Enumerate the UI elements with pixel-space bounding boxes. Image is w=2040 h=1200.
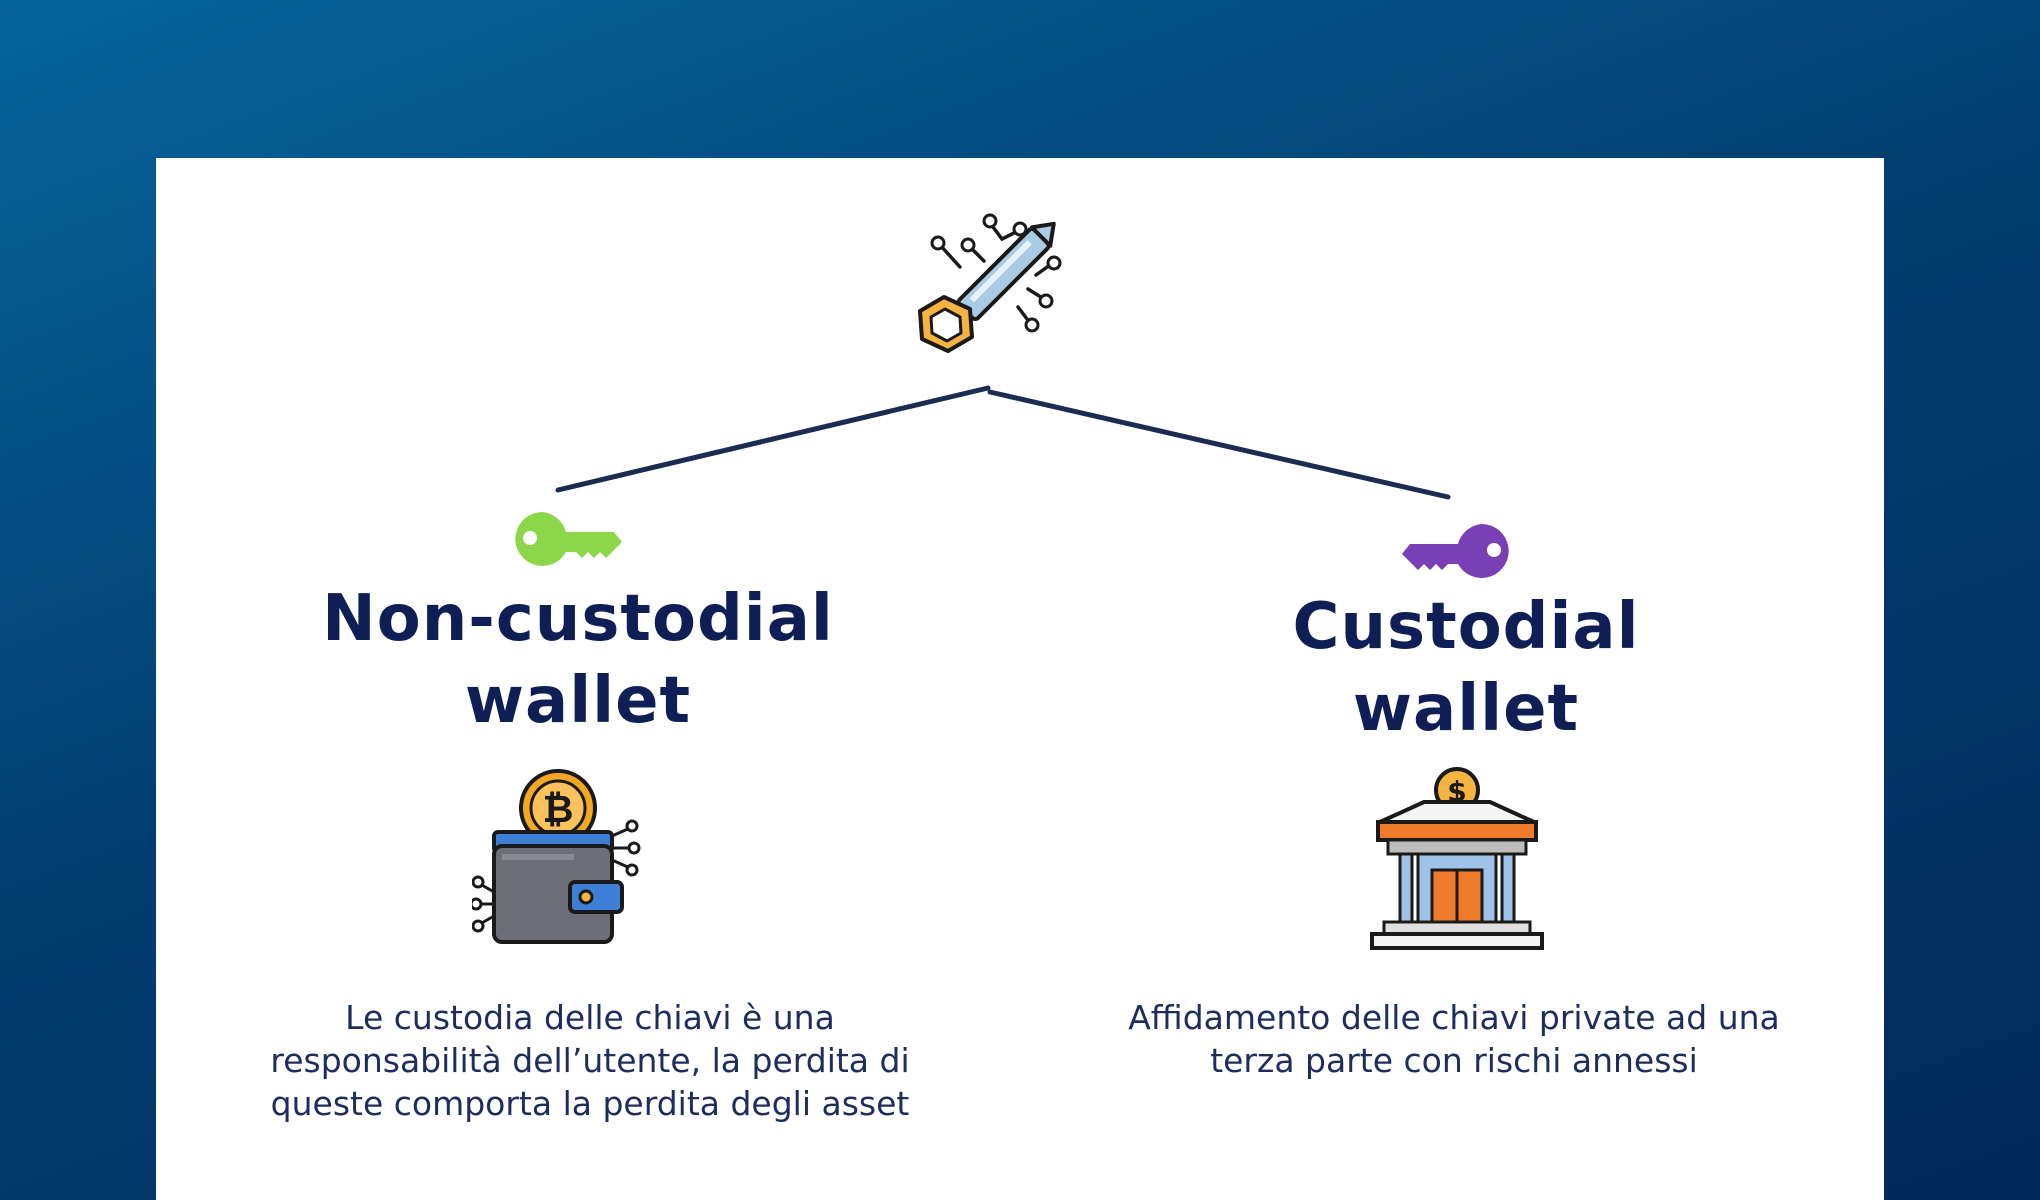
custodial-title-line-2: wallet bbox=[1352, 672, 1580, 746]
svg-text:$: $ bbox=[1447, 775, 1466, 808]
svg-text:₿: ₿ bbox=[543, 787, 574, 831]
bank-building-icon: $ bbox=[1370, 767, 1544, 950]
diagram-panel: Non-custodial wallet Custodial wallet ₿ bbox=[156, 158, 1884, 1200]
branch-line-left bbox=[555, 385, 991, 493]
non-custodial-title: Non-custodial wallet bbox=[258, 578, 898, 742]
bitcoin-wallet-icon: ₿ bbox=[472, 769, 641, 944]
non-custodial-description-line-2: responsabilità dell’utente, la perdita d… bbox=[270, 1041, 910, 1080]
custodial-description: Affidamento delle chiavi private ad una … bbox=[1086, 996, 1822, 1082]
branch-lines bbox=[555, 385, 1451, 500]
branch-line-right bbox=[987, 389, 1451, 500]
non-custodial-description-line-1: Le custodia delle chiavi è una bbox=[345, 998, 835, 1037]
non-custodial-title-line-2: wallet bbox=[464, 664, 692, 738]
purple-key-icon bbox=[1402, 524, 1509, 578]
non-custodial-description-line-3: queste comporta la perdita degli asset bbox=[270, 1084, 910, 1123]
custodial-description-line-1: Affidamento delle chiavi private ad una bbox=[1128, 998, 1780, 1037]
non-custodial-description: Le custodia delle chiavi è una responsab… bbox=[260, 996, 920, 1125]
custodial-title-line-1: Custodial bbox=[1292, 590, 1640, 664]
custodial-title: Custodial wallet bbox=[1146, 586, 1786, 750]
green-key-icon bbox=[515, 512, 622, 566]
digital-key-icon bbox=[918, 213, 1062, 353]
non-custodial-title-line-1: Non-custodial bbox=[322, 582, 834, 656]
custodial-description-line-2: terza parte con rischi annessi bbox=[1210, 1041, 1698, 1080]
